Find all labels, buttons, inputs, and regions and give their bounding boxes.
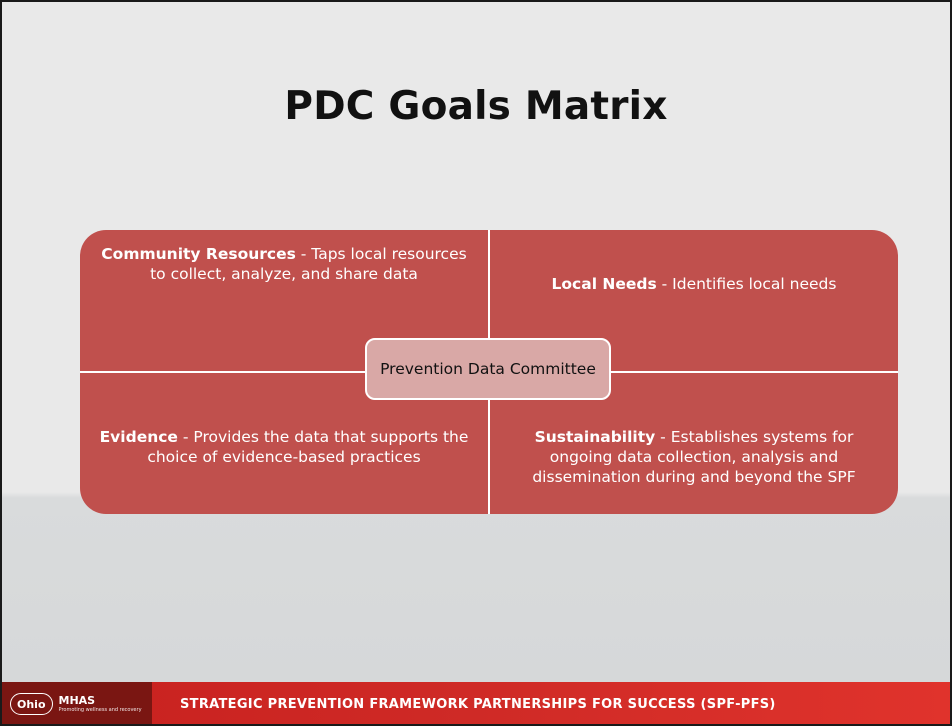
mhas-tagline: Promoting wellness and recovery: [58, 706, 142, 713]
quadrant-text: Evidence - Provides the data that suppor…: [98, 427, 470, 467]
quadrant-text: Sustainability - Establishes systems for…: [508, 427, 880, 487]
quadrant-description: - Establishes systems for ongoing data c…: [532, 428, 856, 486]
slide-title: PDC Goals Matrix: [284, 84, 668, 129]
goals-matrix: Community Resources - Taps local resourc…: [80, 230, 898, 514]
quadrant-heading: Evidence: [99, 428, 178, 446]
footer-program-title: STRATEGIC PREVENTION FRAMEWORK PARTNERSH…: [180, 696, 776, 712]
quadrant-description: - Identifies local needs: [656, 275, 837, 293]
quadrant-evidence: Evidence - Provides the data that suppor…: [80, 373, 488, 514]
quadrant-description: - Provides the data that supports the ch…: [147, 428, 469, 466]
quadrant-community-resources: Community Resources - Taps local resourc…: [80, 230, 488, 371]
mhas-logo-text: MHAS Promoting wellness and recovery: [58, 693, 142, 714]
footer-bar: Ohio MHAS Promoting wellness and recover…: [2, 682, 950, 724]
quadrant-text: Community Resources - Taps local resourc…: [98, 244, 470, 284]
center-box-prevention-data-committee: Prevention Data Committee: [365, 338, 611, 400]
ohio-mhas-logo: Ohio MHAS Promoting wellness and recover…: [2, 682, 152, 724]
quadrant-text: Local Needs - Identifies local needs: [552, 274, 837, 294]
quadrant-sustainability: Sustainability - Establishes systems for…: [490, 373, 898, 514]
quadrant-heading: Sustainability: [534, 428, 656, 446]
quadrant-description: - Taps local resources to collect, analy…: [150, 245, 467, 283]
ohio-logo-badge: Ohio: [10, 693, 53, 715]
mhas-label: MHAS: [58, 693, 96, 707]
quadrant-heading: Local Needs: [551, 275, 657, 293]
quadrant-local-needs: Local Needs - Identifies local needs: [490, 230, 898, 371]
quadrant-heading: Community Resources: [101, 245, 296, 263]
